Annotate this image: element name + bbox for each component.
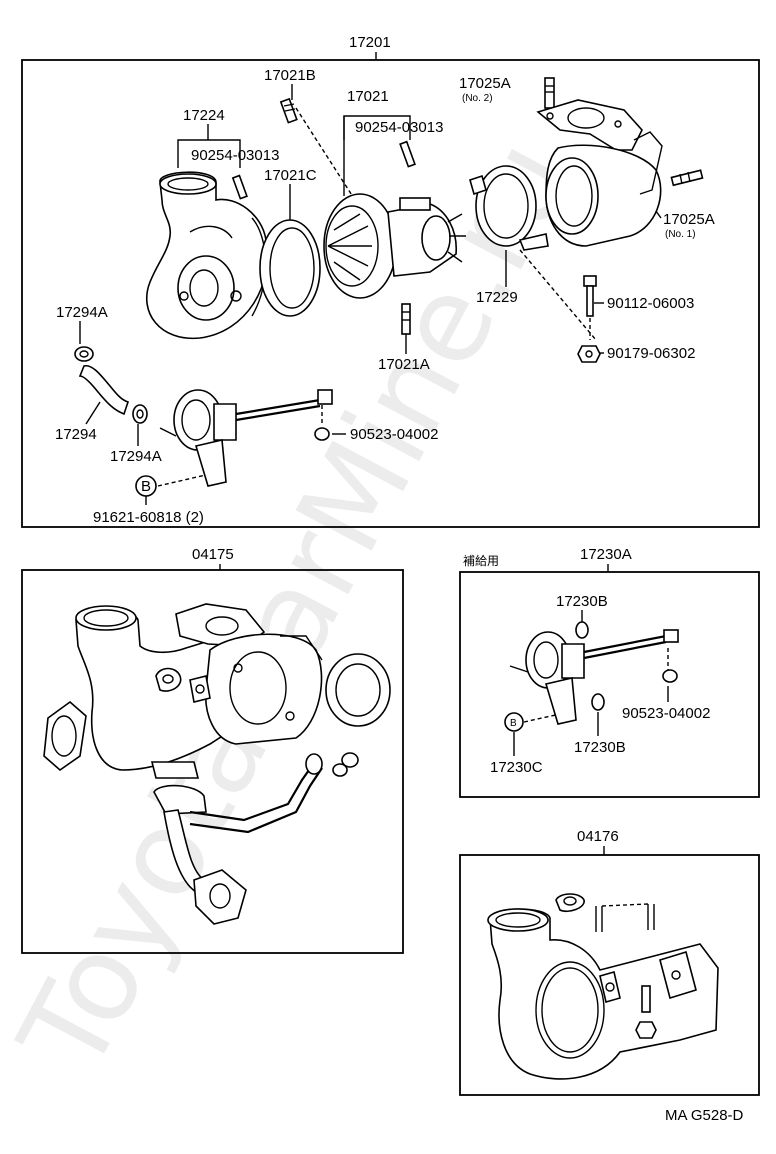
label-90254-right: 90254-03013 (355, 119, 443, 136)
actuator-kit-frame (459, 571, 760, 798)
actuator-kit-note: 補給用 (463, 554, 499, 568)
label-17025A-no2-note: (No. 2) (462, 93, 493, 104)
leader-lines-kit (513, 610, 669, 756)
label-17025A-no1-note: (No. 1) (665, 229, 696, 240)
label-17294: 17294 (55, 426, 97, 443)
hose-17294 (78, 364, 130, 416)
main-assembly-group: 17201 17021B 17021 17025A (No. 2) 17224 … (21, 34, 760, 528)
nut-90179 (577, 345, 601, 363)
compressor-assembly-number: 04176 (577, 828, 619, 845)
pin-90254-left (231, 174, 248, 200)
label-17025A-no2: 17025A (459, 75, 511, 92)
gasket-small-04175 (155, 667, 211, 703)
label-17021A: 17021A (378, 356, 430, 373)
actuator-kit-group: 17230A 補給用 17230B 90523-04002 17230C 172… (459, 546, 760, 798)
exhaust-assembly-frame (21, 569, 404, 954)
gasket-left-04175 (43, 700, 87, 772)
stud-17021B (279, 97, 298, 124)
label-17294A-top: 17294A (56, 304, 108, 321)
exhaust-assembly-number: 04175 (192, 546, 234, 563)
label-17294A-bottom: 17294A (110, 448, 162, 465)
ring-gasket-04175 (325, 653, 391, 727)
stud-17025A-no2 (544, 77, 555, 109)
main-assembly-frame (21, 59, 760, 528)
actuator-17230A (509, 629, 679, 725)
bolt-marker-kit-label: B (510, 718, 517, 729)
label-90112: 90112-06003 (607, 295, 694, 312)
exhaust-assembly-group: 04175 (21, 546, 404, 954)
label-17021B: 17021B (264, 67, 316, 84)
label-17230B-top: 17230B (556, 593, 608, 610)
bolt-marker-91621: B (135, 475, 157, 497)
compressor-assembly-group: 04176 (459, 828, 760, 1096)
main-assembly-number: 17201 (349, 34, 391, 51)
compressor-assembly-frame (459, 854, 760, 1096)
compressor-housing-04176 (487, 893, 719, 1080)
leader-lines-main (79, 84, 662, 505)
actuator-kit-number: 17230A (580, 546, 632, 563)
stud-17021A (401, 303, 411, 335)
clip-17230B-top (575, 621, 589, 639)
stud-17025A-no1 (670, 169, 704, 187)
label-17021C: 17021C (264, 167, 317, 184)
label-90179: 90179-06302 (607, 345, 695, 362)
nut-90523 (314, 427, 330, 441)
center-cartridge-17021 (323, 193, 466, 299)
label-91621: 91621-60818 (2) (93, 509, 204, 526)
label-90254-left: 90254-03013 (191, 147, 279, 164)
bolt-marker-17230C: B (504, 712, 524, 732)
clip-17294A-top (74, 346, 94, 362)
label-17025A-no1: 17025A (663, 211, 715, 228)
label-17224: 17224 (183, 107, 225, 124)
clip-17230B-bottom (591, 693, 605, 711)
pin-90254-right (399, 140, 416, 168)
clamp-17229 (469, 165, 549, 251)
label-90523-kit: 90523-04002 (622, 705, 710, 722)
ring-17021C (259, 219, 321, 317)
label-90523: 90523-04002 (350, 426, 438, 443)
wastegate-actuator (159, 389, 333, 487)
footer-code: MA G528-D (665, 1107, 744, 1124)
nut-90523-kit (662, 669, 678, 683)
exhaust-housing-right (536, 99, 663, 247)
label-17230C: 17230C (490, 759, 543, 776)
turbine-housing-17224 (145, 171, 269, 340)
oil-pipe-04175 (150, 752, 359, 925)
bolt-marker-label: B (141, 478, 151, 495)
label-17229: 17229 (476, 289, 518, 306)
clip-17294A-bottom (132, 404, 148, 424)
bolt-90112 (583, 275, 597, 317)
label-17021: 17021 (347, 88, 389, 105)
label-17230B-bottom: 17230B (574, 739, 626, 756)
